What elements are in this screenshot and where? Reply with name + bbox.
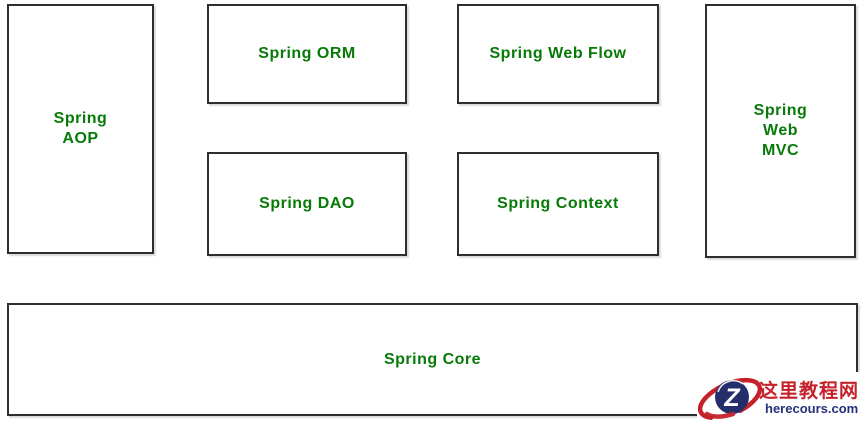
module-box-spring-dao: Spring DAO <box>207 152 407 256</box>
module-label-spring-web-mvc: Spring Web MVC <box>753 102 808 159</box>
watermark-site-name: 这里教程网 <box>759 380 860 402</box>
watermark-text: 这里教程网 herecours.com <box>759 380 860 416</box>
module-box-spring-aop: Spring AOP <box>7 4 154 254</box>
module-box-spring-core: Spring Core <box>7 303 858 416</box>
module-label-spring-orm: Spring ORM <box>258 45 356 62</box>
site-watermark: Z 这里教程网 herecours.com <box>697 372 865 426</box>
logo-letter: Z <box>723 384 741 412</box>
module-box-spring-orm: Spring ORM <box>207 4 407 104</box>
module-box-spring-web-flow: Spring Web Flow <box>457 4 659 104</box>
module-label-spring-dao: Spring DAO <box>259 195 355 212</box>
module-box-spring-web-mvc: Spring Web MVC <box>705 4 856 258</box>
module-label-spring-aop: Spring AOP <box>53 110 108 147</box>
module-label-spring-context: Spring Context <box>497 195 619 212</box>
watermark-site-url: herecours.com <box>765 400 859 416</box>
module-box-spring-context: Spring Context <box>457 152 659 256</box>
module-label-spring-core: Spring Core <box>383 350 482 368</box>
herecours-logo-icon: Z <box>697 377 763 421</box>
module-label-spring-web-flow: Spring Web Flow <box>489 45 627 62</box>
